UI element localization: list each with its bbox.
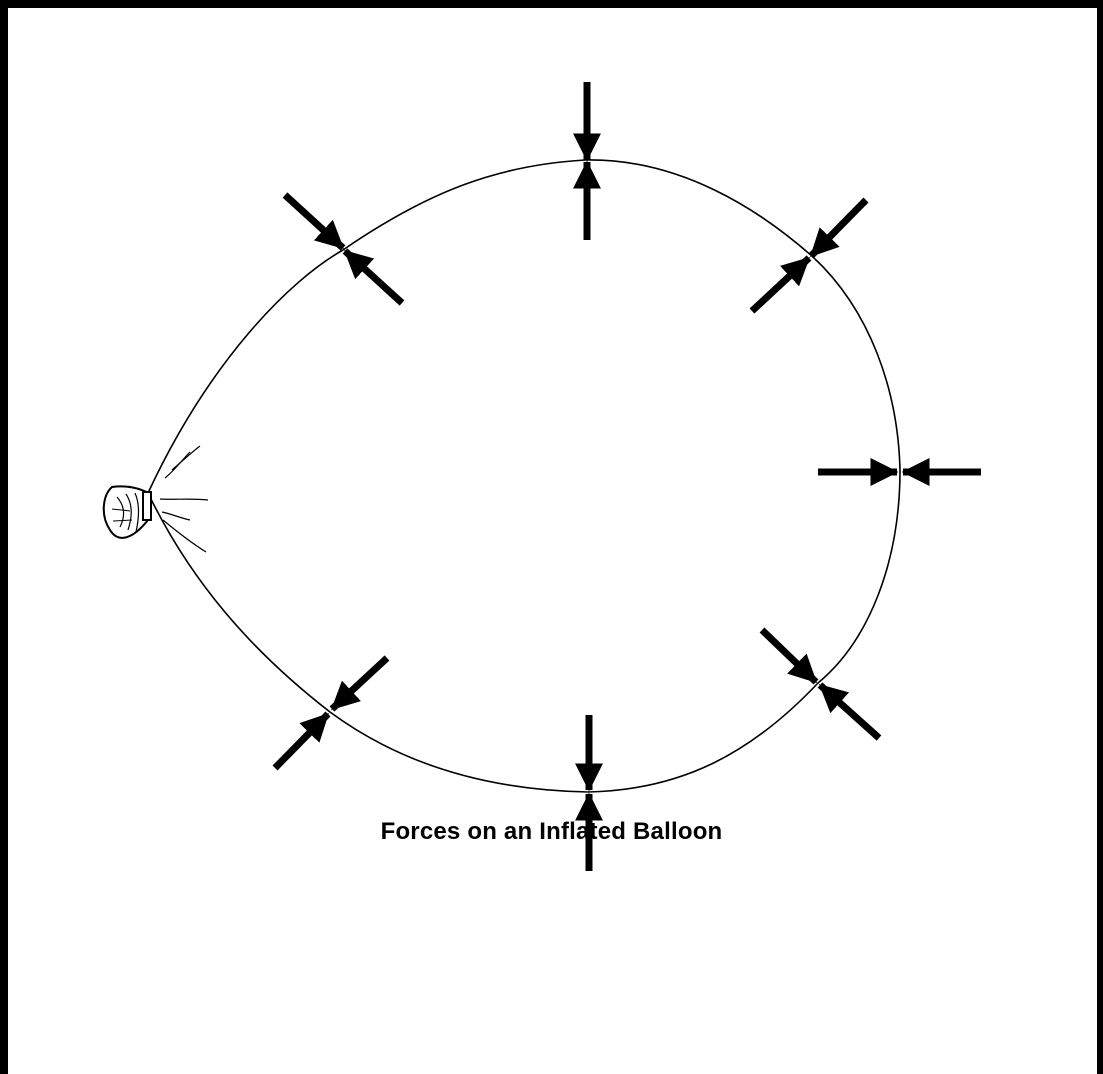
- figure-caption: Forces on an Inflated Balloon: [0, 818, 1103, 846]
- force-arrow-inner-upper-left: [345, 251, 402, 303]
- balloon-neck-wrinkles: [160, 446, 208, 552]
- force-arrow-inner-upper-right: [752, 258, 809, 311]
- force-arrows: [275, 82, 981, 871]
- force-arrow-inner-lower-left: [332, 658, 387, 709]
- force-arrow-outer-upper-left: [285, 195, 343, 248]
- force-arrow-outer-lower-right: [762, 630, 816, 682]
- balloon-outline: [148, 160, 900, 792]
- balloon-knot: [104, 486, 151, 537]
- force-arrow-outer-upper-right: [811, 200, 866, 256]
- force-arrow-inner-lower-right: [820, 685, 879, 738]
- force-arrow-outer-lower-left: [275, 714, 328, 768]
